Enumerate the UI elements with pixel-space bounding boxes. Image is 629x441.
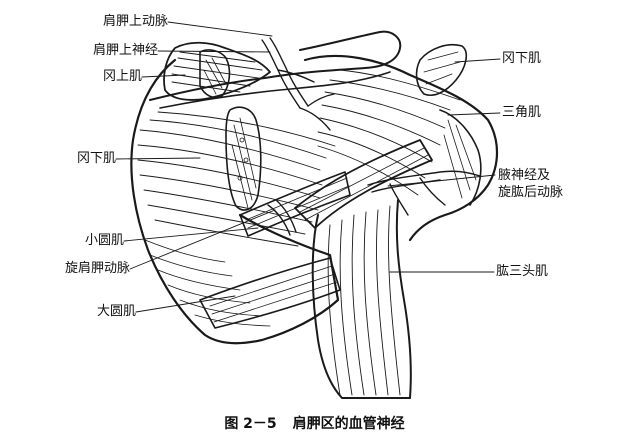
supraspinatus <box>163 41 271 101</box>
label-suprascapular-nerve: 肩胛上神经 <box>92 43 158 58</box>
teres-major <box>199 257 341 329</box>
label-deltoid: 三角肌 <box>502 105 542 120</box>
deltoid-fibers <box>317 69 461 196</box>
label-teres-major: 大圆肌 <box>96 304 136 319</box>
label-axillary-nerve-line2: 旋肱后动脉 <box>498 185 564 200</box>
label-teres-minor: 小圆肌 <box>84 233 124 248</box>
figure-title: 肩胛区的血管神经 <box>292 416 405 432</box>
scapular-spine <box>149 30 402 101</box>
circumflex-vessels <box>267 199 297 236</box>
leader-lines <box>115 21 501 313</box>
label-axillary-nerve-line1: 腋神经及 <box>498 168 551 183</box>
label-infraspinatus-right: 冈下肌 <box>502 51 542 66</box>
figure-number: 图 2－5 <box>224 416 277 432</box>
label-suprascapular-artery: 肩胛上动脉 <box>102 14 168 29</box>
label-triceps: 肱三头肌 <box>496 264 549 279</box>
figure-caption: 图 2－5 肩胛区的血管神经 <box>0 413 629 433</box>
cut-muscle <box>225 106 262 211</box>
suprascapular-vessels <box>261 37 335 131</box>
triceps <box>311 199 412 399</box>
teres-minor <box>239 171 351 237</box>
deltoid-outline <box>303 54 498 242</box>
infraspinatus-fibers <box>137 111 336 247</box>
label-circumflex-scapular-artery: 旋肩胛动脉 <box>64 261 130 276</box>
label-infraspinatus-left: 冈下肌 <box>76 151 116 166</box>
deltoid-flap <box>415 44 468 96</box>
label-supraspinatus: 冈上肌 <box>102 69 142 84</box>
